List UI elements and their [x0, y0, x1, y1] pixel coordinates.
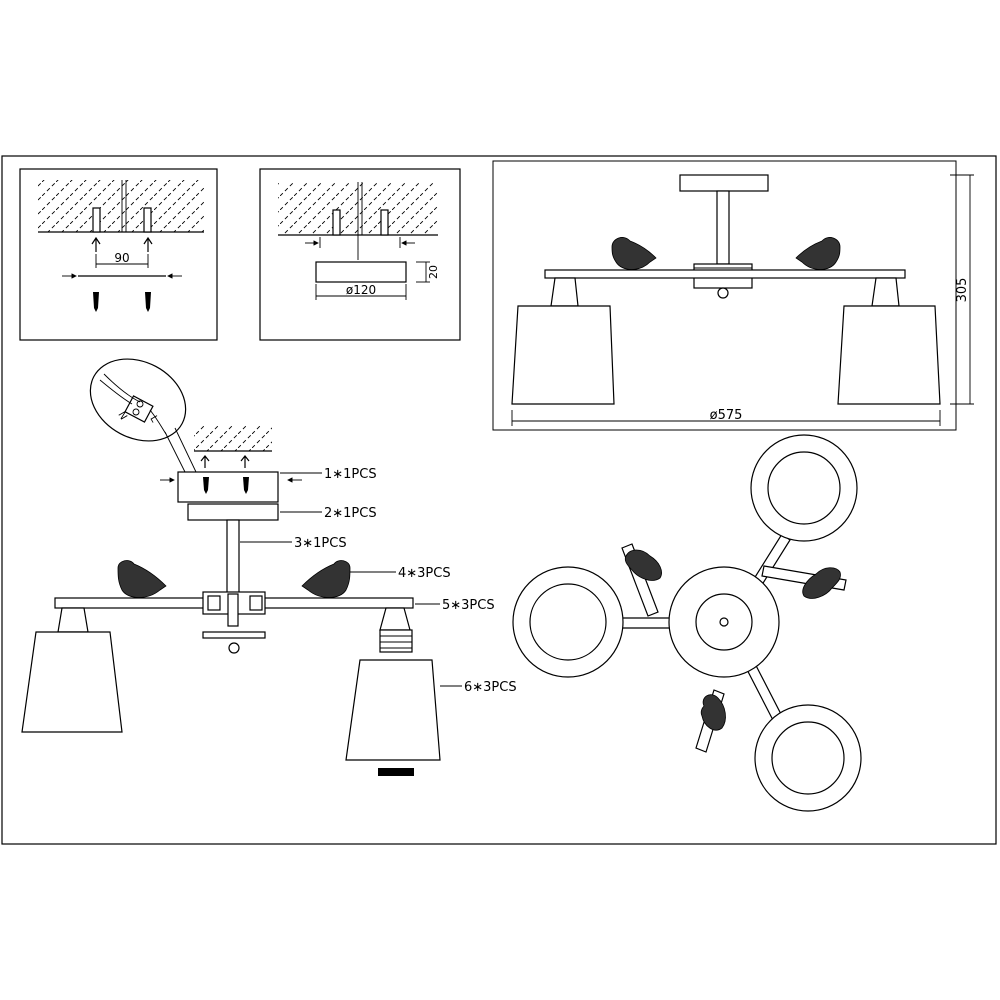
panel-top-view	[512, 434, 862, 812]
panel-exploded-view: N L	[21, 358, 517, 776]
part-3-stem	[226, 519, 240, 595]
mount-spacing-label: 90	[114, 251, 129, 265]
side-shade-left	[511, 305, 615, 405]
screw-icon	[203, 477, 249, 494]
side-canopy	[679, 174, 769, 192]
panel-mount-spacing: 90	[19, 168, 218, 341]
ceiling-plate	[315, 261, 407, 283]
terminal-block	[99, 373, 167, 435]
part-label-6: 6∗3PCS	[464, 680, 517, 695]
outer-frame	[1, 155, 997, 845]
side-arm	[544, 269, 906, 279]
exploded-shade-left	[21, 631, 123, 733]
part-label-4: 4∗3PCS	[398, 566, 451, 581]
part-6-shade	[345, 659, 441, 761]
part-label-3: 3∗1PCS	[294, 536, 347, 551]
plate-diameter-label: ø120	[346, 283, 376, 297]
wire-label-n: N	[115, 410, 128, 422]
wire-label-l: L	[147, 414, 160, 425]
plate-height-label: 20	[427, 265, 440, 279]
wiring-detail-bubble	[89, 358, 187, 442]
part-label-1: 1∗1PCS	[324, 467, 377, 482]
shade-ring	[378, 768, 414, 776]
lamp-holder	[379, 629, 413, 653]
part-label-5: 5∗3PCS	[442, 598, 495, 613]
bird-icon	[117, 560, 351, 598]
panel-plate-dimensions: 20 ø120	[259, 168, 461, 341]
overall-height-label: 305	[955, 278, 970, 303]
top-shade-ring	[750, 434, 858, 542]
panel-side-view: ø575 305	[492, 160, 974, 431]
bird-icon	[611, 237, 841, 270]
ceiling-hatch-1	[38, 180, 204, 232]
overall-diameter-label: ø575	[710, 408, 743, 423]
part-1-bracket	[177, 471, 279, 503]
screw-icon	[93, 292, 151, 312]
top-shade-ring	[512, 566, 624, 678]
exploded-ceiling-hatch	[194, 426, 272, 451]
part-label-2: 2∗1PCS	[324, 506, 377, 521]
bird-icon	[624, 549, 841, 731]
side-shade-right	[837, 305, 941, 405]
dowel-icon	[91, 236, 153, 252]
side-stem	[716, 190, 730, 265]
top-shade-ring	[754, 704, 862, 812]
part-2-canopy	[187, 503, 279, 521]
dowel-icon	[200, 455, 250, 468]
